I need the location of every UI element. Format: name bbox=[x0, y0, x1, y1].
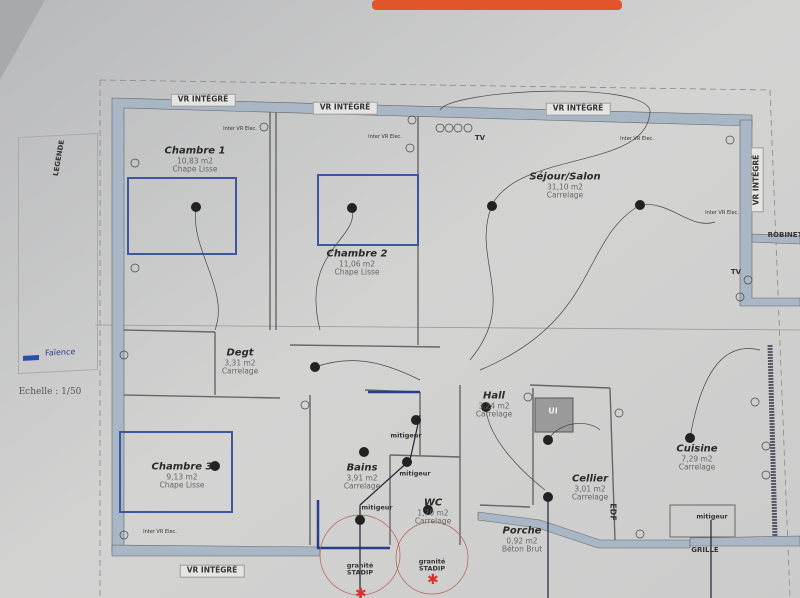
robinet-label: ROBINET bbox=[767, 230, 800, 239]
faience-swatch bbox=[23, 354, 39, 361]
granite-stadip-label: granité STADIP bbox=[418, 557, 446, 573]
vr-integre-label: VR INTÉGRÉ bbox=[750, 147, 764, 213]
star-markers: ✱✱ bbox=[355, 572, 439, 598]
legend-panel: LEGENDE Faïence bbox=[18, 132, 98, 375]
mitigeur-label: mitigeur bbox=[390, 431, 422, 440]
faience-walls bbox=[316, 390, 420, 550]
mitigeur-label: mitigeur bbox=[399, 469, 431, 478]
vr-integre-label: VR INTÉGRÉ bbox=[545, 102, 611, 116]
furniture bbox=[119, 174, 419, 513]
ui-unit bbox=[534, 397, 574, 433]
scale-label: Echelle : 1/50 bbox=[18, 386, 82, 397]
legend-faience: Faïence bbox=[45, 347, 76, 358]
tv-label: TV bbox=[730, 267, 742, 276]
electrical-wiring bbox=[195, 90, 761, 491]
inter-vr-label: Inter VR Elec. bbox=[705, 210, 739, 217]
page-fold bbox=[94, 324, 800, 331]
svg-text:✱: ✱ bbox=[427, 572, 439, 588]
interior-walls bbox=[123, 112, 778, 545]
svg-text:✱: ✱ bbox=[355, 586, 367, 598]
mitigeur-label: mitigeur bbox=[361, 503, 393, 512]
grille-label: GRILLE bbox=[691, 545, 719, 554]
sink bbox=[669, 504, 736, 538]
ui-label: UI bbox=[548, 406, 558, 416]
vr-integre-label: VR INTÉGRÉ bbox=[170, 93, 236, 107]
exterior-walls bbox=[111, 97, 800, 557]
granite-stadip-label: granité STADIP bbox=[346, 561, 374, 577]
light-icons bbox=[191, 200, 695, 525]
tv-label: TV bbox=[474, 133, 486, 142]
edf-label: EDF bbox=[608, 503, 618, 521]
vr-integre-label: VR INTÉGRÉ bbox=[179, 564, 245, 578]
mitigeur-label: mitigeur bbox=[696, 512, 728, 521]
inter-vr-label: Inter VR Elec. bbox=[620, 136, 654, 143]
vr-integre-label: VR INTÉGRÉ bbox=[312, 101, 378, 115]
legend-title: LEGENDE bbox=[51, 139, 67, 177]
inter-vr-label: Inter VR Elec. bbox=[143, 529, 177, 536]
water-lines bbox=[359, 414, 712, 598]
socket-icons bbox=[119, 115, 771, 540]
orange-object bbox=[372, 0, 622, 10]
inter-vr-label: Inter VR Elec. bbox=[223, 126, 257, 133]
inter-vr-label: Inter VR Elec. bbox=[368, 134, 402, 141]
